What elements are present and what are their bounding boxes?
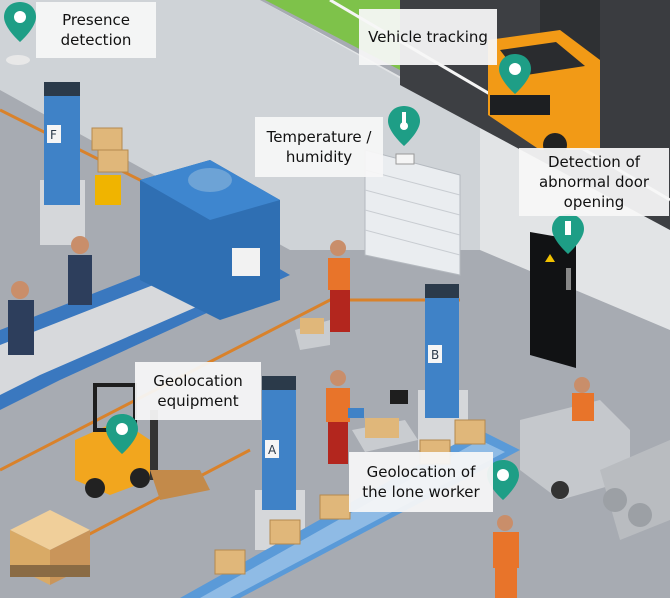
label-line: Temperature / — [266, 128, 372, 146]
pillar-f-letter: F — [50, 128, 57, 142]
label-temperature-humidity: Temperature / humidity — [255, 117, 383, 177]
workers-left — [8, 236, 92, 355]
label-line: detection — [60, 31, 132, 49]
label-vehicle-tracking: Vehicle tracking — [359, 9, 497, 65]
pillar-b-letter: B — [431, 348, 439, 362]
label-line: equipment — [157, 392, 239, 410]
roller-door — [364, 149, 461, 276]
label-door-opening: Detection of abnormal door opening — [519, 148, 669, 216]
label-line: humidity — [285, 148, 353, 166]
box-stack-top — [91, 127, 129, 205]
label-lone-worker: Geolocation of the lone worker — [349, 452, 493, 512]
pallet-boxes — [10, 510, 90, 585]
pillar-f: F — [40, 82, 85, 245]
label-line: Geolocation of — [366, 463, 476, 481]
pin-vehicle-icon — [499, 54, 531, 94]
label-line: opening — [563, 193, 625, 211]
trolley-worker — [295, 240, 350, 350]
label-line: Presence — [62, 11, 130, 29]
label-presence-detection: Presence detection — [36, 2, 156, 58]
pin-lone-worker-icon — [487, 460, 519, 500]
pillar-a-letter: A — [268, 443, 277, 457]
pin-door-icon — [552, 214, 584, 254]
lone-worker — [493, 515, 519, 598]
pin-presence-icon — [4, 2, 36, 65]
label-line: abnormal door — [538, 173, 650, 191]
label-line: Geolocation — [153, 372, 243, 390]
label-line: Vehicle tracking — [368, 28, 488, 46]
security-door — [530, 232, 576, 368]
pin-forklift-icon — [106, 414, 138, 454]
tow-tractor — [520, 377, 670, 540]
label-geolocation-equipment: Geolocation equipment — [135, 362, 261, 420]
pin-thermometer-icon — [388, 106, 420, 165]
label-line: Detection of — [547, 153, 641, 171]
label-line: the lone worker — [362, 483, 480, 501]
scale-worker — [326, 370, 418, 464]
conveyor — [0, 160, 290, 410]
